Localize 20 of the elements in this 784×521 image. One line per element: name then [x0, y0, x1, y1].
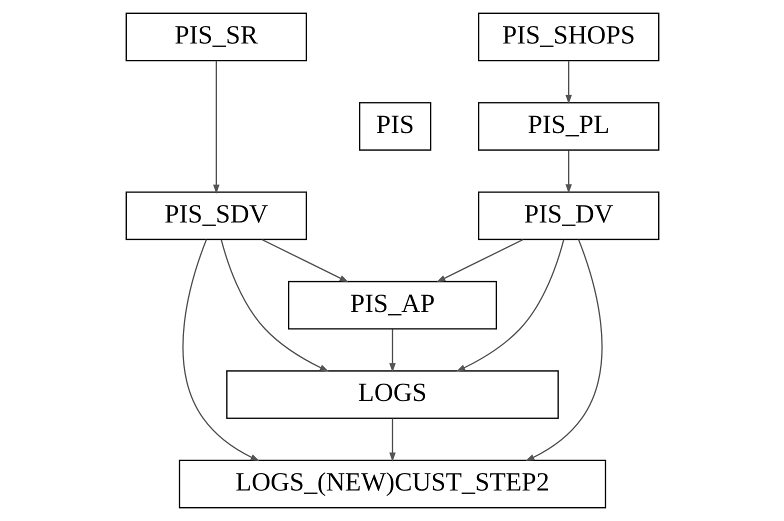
arrow [212, 60, 220, 194]
node-box: LOGS [226, 370, 558, 419]
arrow [436, 239, 523, 282]
node-box: LOGS_(NEW)CUST_STEP2 [178, 460, 606, 508]
node-box: PIS_PL [477, 102, 659, 151]
arrow [524, 239, 602, 462]
node-box: PIS_DV [477, 191, 659, 240]
node-box: PIS [358, 102, 431, 151]
node-box: PIS_SDV [125, 191, 307, 240]
arrow [388, 329, 396, 372]
arrow [220, 240, 328, 372]
arrow [388, 418, 396, 462]
node-box: PIS_SR [125, 12, 307, 62]
node-box: PIS_SHOPS [477, 12, 659, 62]
arrow [456, 240, 564, 372]
arrow [182, 239, 260, 462]
arrow [261, 239, 348, 282]
arrow [564, 61, 572, 104]
arrow [564, 150, 572, 194]
node-box: PIS_AP [287, 280, 497, 330]
